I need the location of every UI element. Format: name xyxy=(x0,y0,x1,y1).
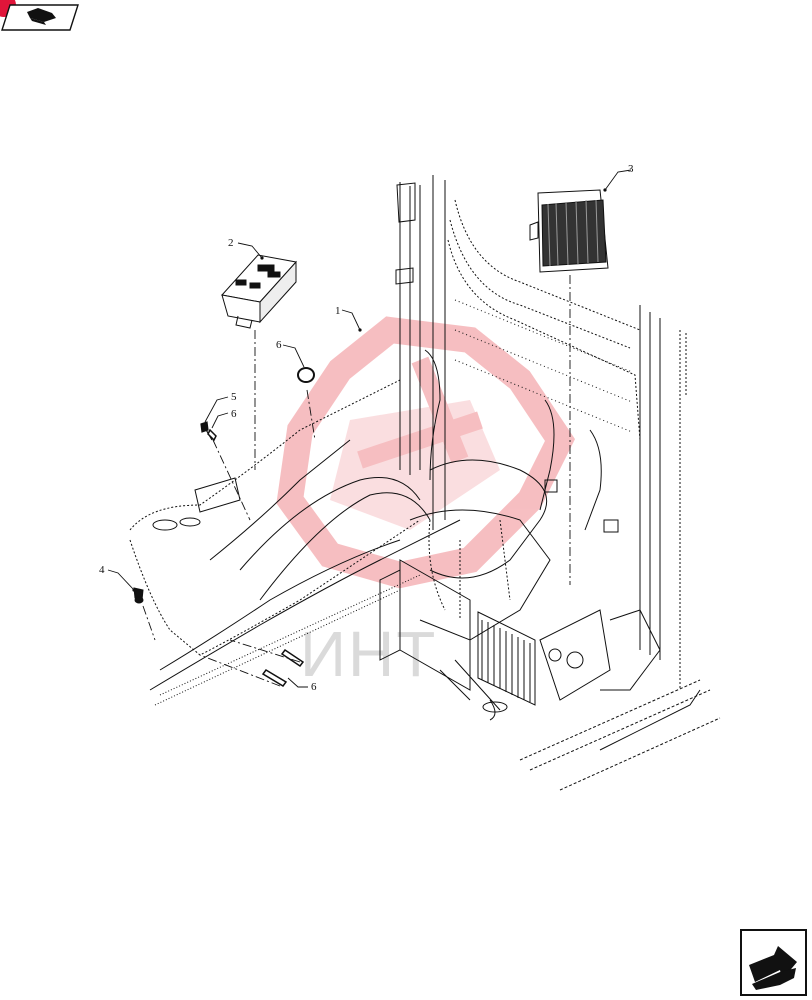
hvac-module xyxy=(379,349,661,721)
screw-part xyxy=(200,421,213,441)
clamp-part xyxy=(207,428,305,687)
callout-leaders xyxy=(107,169,632,688)
callout-6c: 6 xyxy=(311,681,317,693)
control-panel-part xyxy=(221,254,297,329)
condenser-grille xyxy=(477,611,536,706)
book-arrow-right-icon xyxy=(749,946,797,990)
callout-5: 5 xyxy=(231,391,237,403)
o-ring-part xyxy=(297,367,315,383)
sensor-part xyxy=(133,587,144,604)
callout-2: 2 xyxy=(228,237,234,249)
leader-arrowheads xyxy=(132,188,607,592)
callout-4: 4 xyxy=(99,564,105,576)
cab-frame xyxy=(395,175,721,791)
forward-nav-button[interactable] xyxy=(740,929,807,996)
callout-6a: 6 xyxy=(231,408,237,420)
callout-6b: 6 xyxy=(276,339,282,351)
watermark-text: ИНТ xyxy=(300,618,437,690)
back-nav-button[interactable] xyxy=(0,0,79,31)
book-arrow-left-icon xyxy=(27,8,56,25)
air-filter-part xyxy=(529,189,609,273)
watermark-logo xyxy=(276,316,576,589)
callout-1: 1 xyxy=(335,305,341,317)
callout-3: 3 xyxy=(628,163,634,175)
assembly-lines xyxy=(142,275,571,687)
